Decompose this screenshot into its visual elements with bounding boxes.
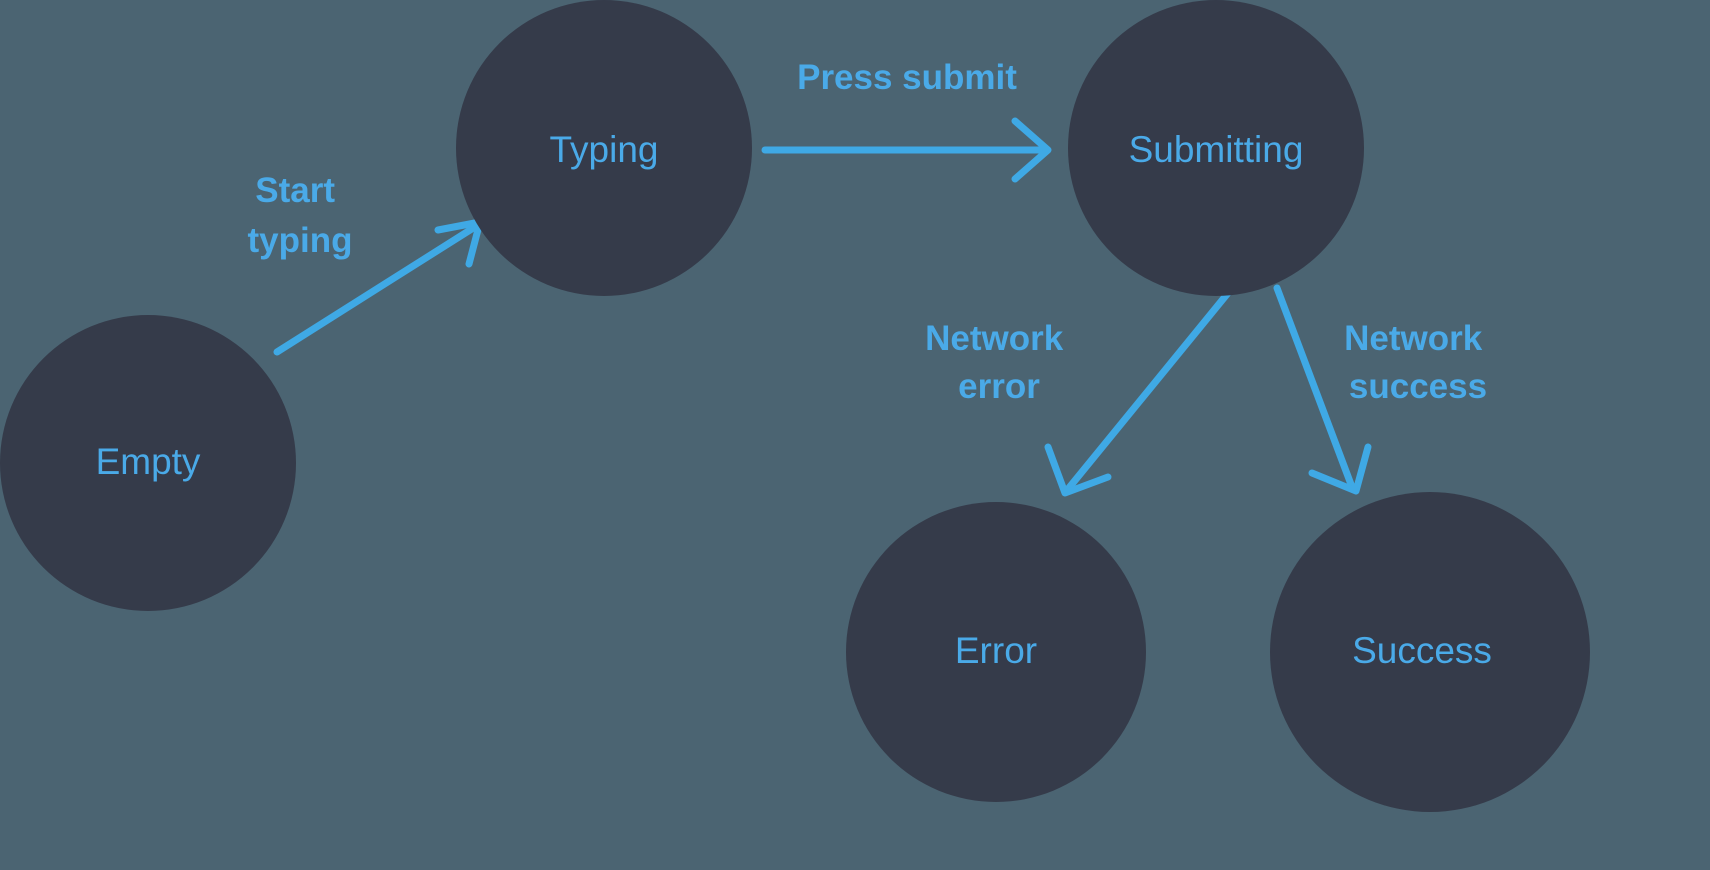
state-node-success-circle[interactable] <box>1270 492 1590 812</box>
edge-label-start-typing: Start typing <box>248 171 353 260</box>
state-node-error[interactable]: Error <box>846 502 1146 802</box>
state-node-empty[interactable]: Empty <box>0 315 296 611</box>
edge-label-press-submit: Press submit <box>797 58 1017 97</box>
edge-submitting-to-error <box>1044 289 1232 497</box>
state-node-empty-label: Empty <box>96 441 201 482</box>
state-node-typing-label: Typing <box>549 129 658 170</box>
state-node-success[interactable]: Success <box>1270 492 1590 812</box>
state-node-submitting[interactable]: Submitting <box>1068 0 1364 296</box>
state-node-success-label: Success <box>1352 630 1492 671</box>
edge-submitting-to-error-line <box>1064 289 1232 493</box>
edge-label-network-success: Network success <box>1344 319 1492 406</box>
state-node-empty-circle[interactable] <box>0 315 296 611</box>
edge-submitting-to-success-line <box>1273 284 1356 491</box>
state-node-submitting-circle[interactable] <box>1068 0 1364 296</box>
edge-label-network-error: Network error <box>925 319 1073 406</box>
edge-submitting-to-success <box>1273 284 1372 495</box>
edge-typing-to-submitting-arrowhead <box>1011 117 1052 183</box>
state-node-typing[interactable]: Typing <box>456 0 752 296</box>
edge-empty-to-typing-line <box>273 221 482 356</box>
edge-submitting-to-error-arrowhead <box>1044 443 1112 497</box>
state-node-error-circle[interactable] <box>846 502 1146 802</box>
state-node-error-label: Error <box>955 630 1037 671</box>
state-node-submitting-label: Submitting <box>1129 129 1304 170</box>
edge-submitting-to-success-arrowhead <box>1308 443 1372 495</box>
edge-typing-to-submitting <box>761 117 1052 183</box>
state-node-typing-circle[interactable] <box>456 0 752 296</box>
